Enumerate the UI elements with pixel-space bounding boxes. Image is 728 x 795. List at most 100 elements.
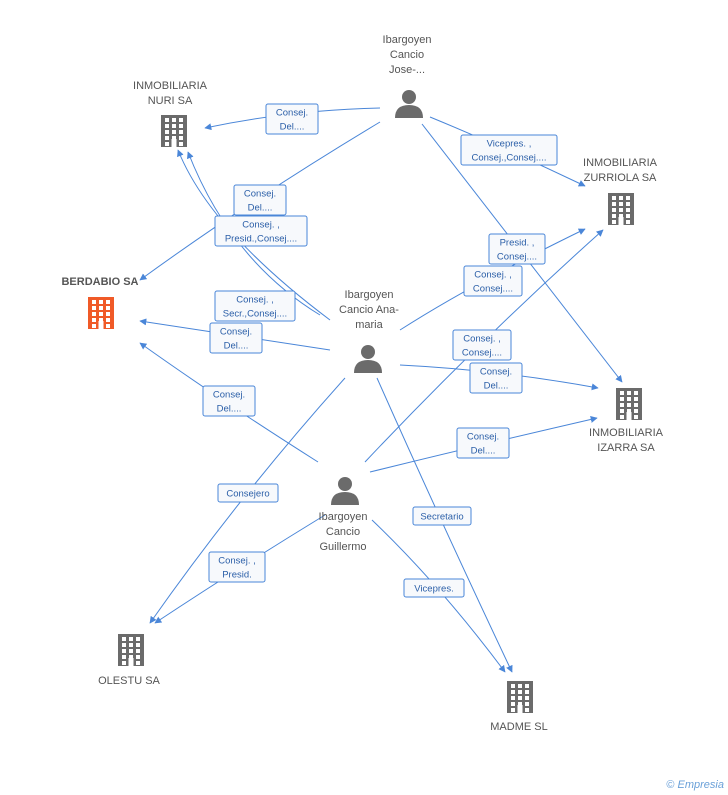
node-label: Cancio [390, 49, 424, 61]
building-icon [616, 388, 642, 420]
edge-label-text: Consej.... [462, 348, 502, 359]
building-icon [88, 297, 114, 329]
edge-label[interactable]: Consej. , Consej.... [452, 329, 512, 361]
edge-label-text: Presid. [222, 570, 252, 581]
edge-label-box[interactable] [202, 385, 256, 417]
edge-label[interactable]: Consej. ,Presid. [208, 551, 266, 583]
edge-label[interactable]: Consej. Del.... [469, 362, 523, 394]
edge-label[interactable]: Consej. Del.... [265, 103, 319, 135]
edge-label-text: Consej. [276, 108, 308, 119]
node-zurriola[interactable]: INMOBILIARIA ZURRIOLA SA [583, 157, 658, 225]
edge-label[interactable]: Consej.Del.... [456, 427, 510, 459]
edge-label-box[interactable] [488, 233, 546, 265]
edge-label-box[interactable] [265, 103, 319, 135]
node-label: Ibargoyen [383, 34, 432, 46]
node-label: INMOBILIARIA [583, 157, 658, 169]
edge-label[interactable]: Consej. , Secr.,Consej.... [214, 290, 296, 322]
edge-label[interactable]: Consejero [217, 483, 279, 503]
edge-label-text: Consej. , [242, 220, 280, 231]
edge-label-text: Presid.,Consej.... [225, 234, 297, 245]
edge-label[interactable]: Vicepres. , Consej.,Consej.... [460, 134, 558, 166]
building-icon [118, 634, 144, 666]
edge-label-box[interactable] [208, 551, 266, 583]
node-jose[interactable]: IbargoyenCancioJose-... [383, 34, 432, 118]
node-label: MADME SL [490, 721, 547, 733]
edge-label-text: Consejero [226, 489, 269, 500]
edge-label-text: Consej.... [497, 252, 537, 263]
node-label: BERDABIO SA [61, 276, 138, 288]
edge-label[interactable]: Consej. , Consej.... [463, 265, 523, 297]
edge-label-box[interactable] [469, 362, 523, 394]
building-icon [608, 193, 634, 225]
brand-footer[interactable]: ©Empresia [666, 779, 724, 791]
brand-name: Empresia [677, 779, 724, 791]
edge-label-box[interactable] [452, 329, 512, 361]
edge-label[interactable]: Presid. , Consej.... [488, 233, 546, 265]
edge-label-box[interactable] [412, 506, 472, 526]
edge-label-box[interactable] [217, 483, 279, 503]
edge-label-box[interactable] [460, 134, 558, 166]
edge-label-text: Consej.,Consej.... [472, 153, 547, 164]
edge-label-text: Secr.,Consej.... [223, 309, 287, 320]
node-label: IZARRA SA [597, 442, 655, 454]
node-berdabio[interactable]: BERDABIO SA [61, 276, 139, 329]
node-izarra[interactable]: INMOBILIARIA IZARRA SA [589, 388, 664, 454]
node-nuri[interactable]: INMOBILIARIA NURI SA [133, 80, 208, 147]
edge-label-box[interactable] [214, 290, 296, 322]
edge-label-text: Del.... [224, 341, 249, 352]
edge-label-text: Del.... [280, 122, 305, 133]
edge-label-text: Vicepres. [414, 584, 453, 595]
node-label: NURI SA [148, 95, 193, 107]
copyright-icon: © [666, 779, 675, 791]
edge-label[interactable]: Consej. , Presid.,Consej.... [214, 215, 308, 247]
person-icon [395, 90, 423, 118]
edge-label[interactable]: Consej. Del.... [202, 385, 256, 417]
building-icon [507, 681, 533, 713]
edge-label-text: Del.... [217, 404, 242, 415]
node-label: Jose-... [389, 64, 425, 76]
edge-label-text: Consej.... [473, 284, 513, 295]
building-icon [161, 115, 187, 147]
edge-label-text: Consej. [220, 327, 252, 338]
node-label: Cancio Ana- [339, 304, 399, 316]
node-label: maria [355, 319, 383, 331]
edge-labels-layer: Consej. Del.... Vicepres. , Consej.,Consej.… [202, 103, 558, 598]
node-olestu[interactable]: OLESTU SA [98, 634, 161, 687]
edge-label-box[interactable] [463, 265, 523, 297]
edge-label-box[interactable] [403, 578, 465, 598]
node-label: ZURRIOLA SA [584, 172, 657, 184]
node-label: Guillermo [319, 541, 366, 553]
node-label: Cancio [326, 526, 360, 538]
edge-label-text: Del.... [248, 203, 273, 214]
edge-label-text: Consej. [213, 390, 245, 401]
node-label: Ibargoyen [319, 511, 368, 523]
edge-label-text: Vicepres. , [487, 139, 532, 150]
edge-label-text: Secretario [420, 512, 463, 523]
edge-label-text: Del.... [484, 381, 509, 392]
person-icon [354, 345, 382, 373]
edge-label-text: Consej. [480, 367, 512, 378]
edge-label-text: Del.... [471, 446, 496, 457]
edge-label-text: Consej. , [474, 270, 512, 281]
edge-label-text: Presid. , [500, 238, 535, 249]
node-madme[interactable]: MADME SL [490, 681, 548, 733]
edge-label-box[interactable] [214, 215, 308, 247]
node-label: INMOBILIARIA [589, 427, 664, 439]
edge-label-box[interactable] [233, 184, 287, 216]
edge-label[interactable]: Secretario [412, 506, 472, 526]
edge-label-box[interactable] [456, 427, 510, 459]
edge-label[interactable]: Consej. Del.... [233, 184, 287, 216]
edge-label[interactable]: Vicepres. [403, 578, 465, 598]
node-label: INMOBILIARIA [133, 80, 208, 92]
person-icon [331, 477, 359, 505]
nodes-layer: INMOBILIARIA NURI SA INMOBILIARIA ZURRIOLA … [61, 34, 663, 733]
edge-label-text: Consej. , [236, 295, 274, 306]
edge-label-text: Consej. [244, 189, 276, 200]
node-label: Ibargoyen [345, 289, 394, 301]
edge-label[interactable]: Consej. Del.... [209, 322, 263, 354]
edge-label-text: Consej. , [463, 334, 501, 345]
edge-label-box[interactable] [209, 322, 263, 354]
